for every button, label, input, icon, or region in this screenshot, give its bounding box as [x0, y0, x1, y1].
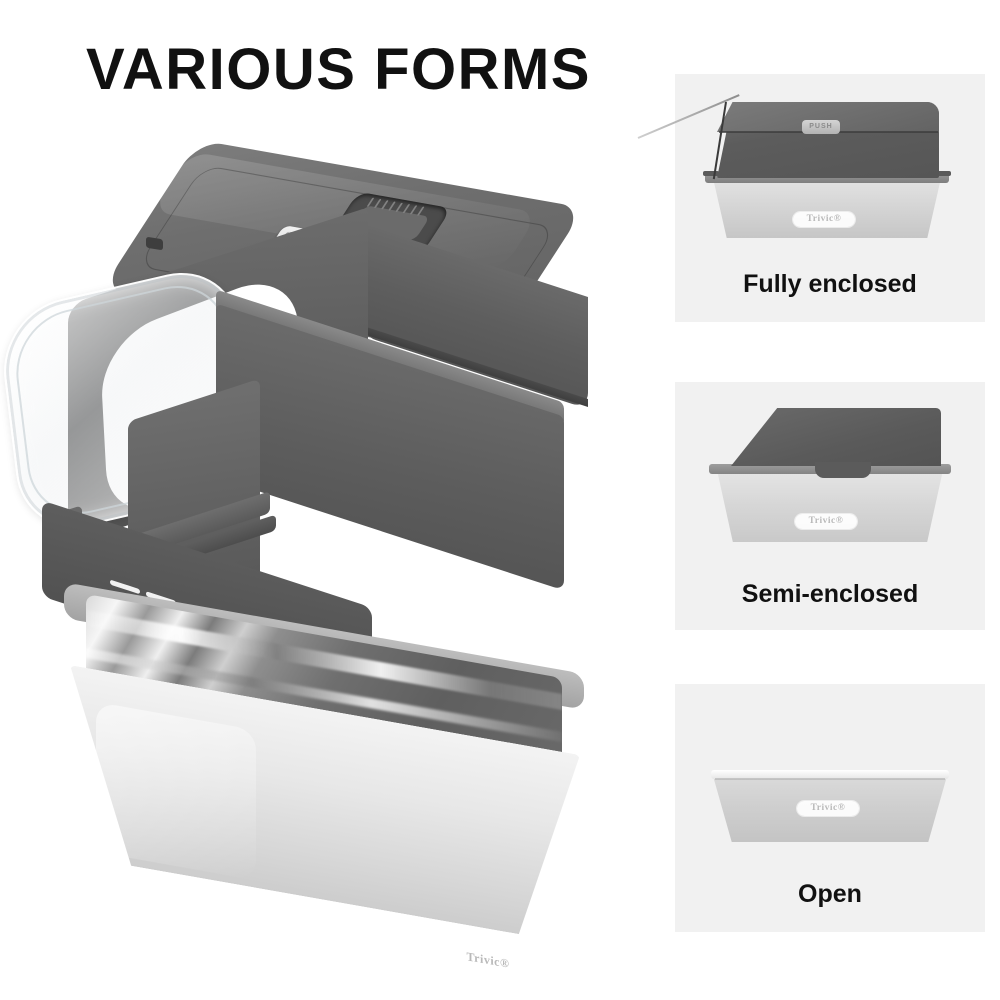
- push-button-label: PUSH: [802, 120, 840, 134]
- panel-label-semi-enclosed: Semi-enclosed: [741, 580, 919, 608]
- page-title: VARIOUS FORMS: [86, 37, 591, 102]
- brand-logo: Trivic®: [793, 212, 855, 227]
- brand-logo: Trivic®: [797, 801, 859, 816]
- base-pan-rim: [711, 770, 949, 779]
- panel-label-open: Open: [798, 880, 862, 908]
- brand-logo: Trivic®: [795, 514, 857, 529]
- base-pan-rim-line: [715, 778, 945, 780]
- base-pan-highlight: [96, 701, 256, 881]
- form-panel-semi-enclosed[interactable]: Trivic® Semi-enclosed: [675, 382, 985, 630]
- semi-enclosed-illustration: Trivic®: [675, 382, 985, 578]
- latch-ear: [703, 171, 719, 176]
- open-illustration: Trivic®: [675, 684, 985, 880]
- base-pan-body: [713, 178, 941, 238]
- panel-label-fully-enclosed: Fully enclosed: [743, 270, 917, 298]
- form-panel-fully-enclosed[interactable]: PUSH Trivic® Fully enclosed: [637, 74, 985, 322]
- latch-ear: [935, 171, 951, 176]
- main-product-exploded-view: PUSH: [0, 139, 660, 978]
- brand-logo: Trivic®: [448, 942, 528, 978]
- base-pan-body: [717, 470, 943, 542]
- form-panel-open[interactable]: Trivic® Open: [675, 684, 985, 932]
- lid-entry-notch: [815, 462, 871, 478]
- flat-lid: [731, 408, 941, 466]
- fully-enclosed-illustration: PUSH Trivic®: [637, 74, 985, 270]
